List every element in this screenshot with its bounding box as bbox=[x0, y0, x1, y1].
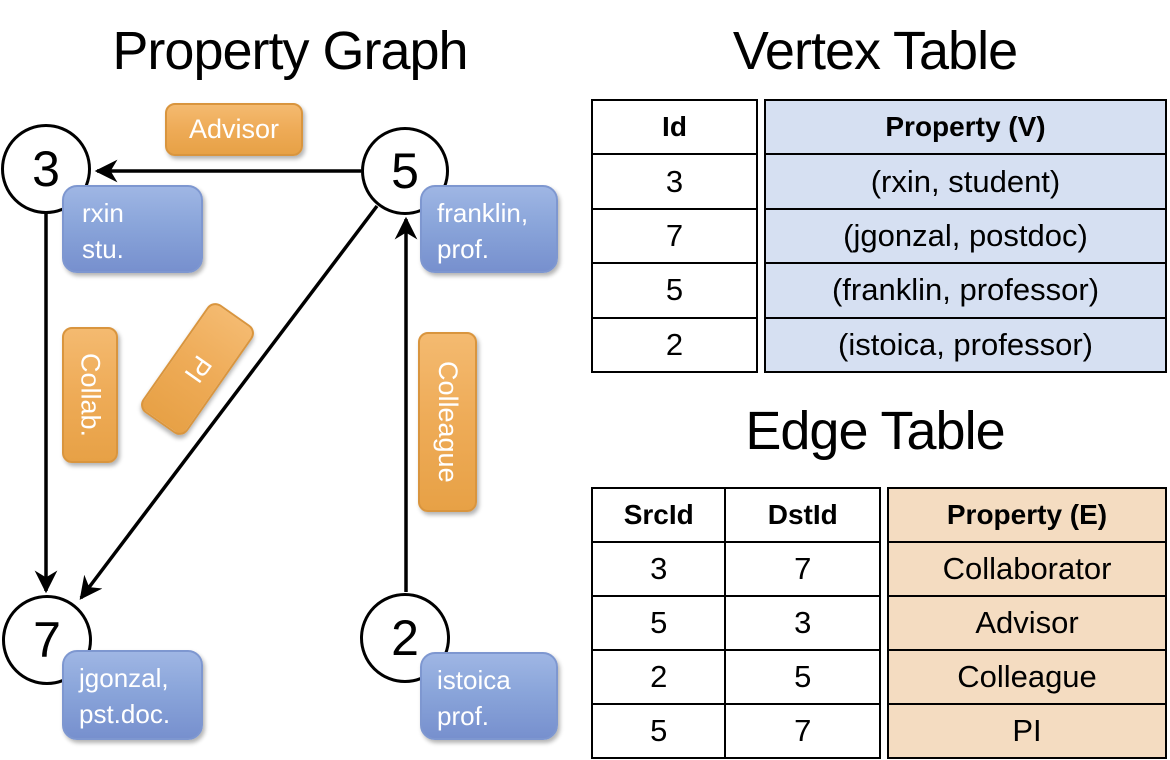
table-cell: 5 bbox=[593, 262, 756, 316]
vertex-label-franklin-line2: prof. bbox=[437, 234, 490, 264]
vertex-label-rxin-line1: rxin bbox=[82, 198, 124, 228]
vertex-label-rxin: rxin stu. bbox=[62, 185, 203, 273]
node-circle-5: 5 bbox=[361, 127, 449, 215]
node-id-3: 3 bbox=[32, 141, 60, 197]
table-cell: 5 bbox=[724, 651, 879, 703]
table-cell: 7 bbox=[593, 207, 756, 262]
table-cell: PI bbox=[889, 703, 1165, 757]
edge-label-collab: Collab. bbox=[62, 327, 118, 463]
table-cell: 7 bbox=[724, 705, 879, 757]
vertex-table-property-column: Property (V) (rxin, student) (jgonzal, p… bbox=[764, 99, 1167, 373]
edge-line-pi-5-to-7 bbox=[79, 204, 379, 600]
node-id-7: 7 bbox=[33, 612, 61, 668]
table-cell: (jgonzal, postdoc) bbox=[766, 207, 1165, 262]
edge-label-advisor: Advisor bbox=[165, 103, 303, 156]
edge-label-colleague: Colleague bbox=[418, 332, 477, 512]
vertex-label-jgonzal-line1: jgonzal, bbox=[79, 663, 169, 693]
table-cell: Collaborator bbox=[889, 541, 1165, 595]
vertex-label-jgonzal-line2: pst.doc. bbox=[79, 699, 171, 729]
edge-table-header-property: Property (E) bbox=[946, 499, 1108, 530]
vertex-label-rxin-line2: stu. bbox=[82, 234, 124, 264]
table-cell: 2 bbox=[593, 316, 756, 371]
table-cell: 7 bbox=[724, 543, 879, 595]
table-cell: 5 bbox=[650, 605, 668, 640]
node-id-2: 2 bbox=[391, 610, 419, 666]
table-cell: 3 bbox=[593, 153, 756, 207]
table-cell: Colleague bbox=[889, 649, 1165, 703]
property-graph-title: Property Graph bbox=[112, 21, 468, 81]
table-cell: 3 bbox=[650, 551, 668, 586]
table-cell: 5 bbox=[650, 713, 668, 748]
edge-table-header-srcid: SrcId bbox=[623, 499, 694, 530]
table-cell: 3 bbox=[724, 597, 879, 649]
vertex-table-header-property: Property (V) bbox=[885, 111, 1046, 143]
vertex-label-franklin: franklin, prof. bbox=[420, 185, 558, 273]
vertex-table-header-id: Id bbox=[662, 111, 687, 143]
table-cell: (rxin, student) bbox=[766, 153, 1165, 207]
edge-table-id-columns: SrcId DstId 3 7 5 3 2 5 5 7 bbox=[591, 487, 881, 759]
vertex-table-title: Vertex Table bbox=[732, 21, 1018, 81]
edge-table-title: Edge Table bbox=[745, 401, 1005, 461]
vertex-table-id-column: Id 3 7 5 2 bbox=[591, 99, 758, 373]
vertex-label-istoica-line2: prof. bbox=[437, 701, 490, 731]
vertex-label-istoica: istoica prof. bbox=[420, 652, 558, 740]
node-circle-2: 2 bbox=[360, 593, 450, 683]
table-cell: Advisor bbox=[889, 595, 1165, 649]
table-cell: (istoica, professor) bbox=[766, 316, 1165, 371]
edge-table-property-column: Property (E) Collaborator Advisor Collea… bbox=[887, 487, 1167, 759]
vertex-label-jgonzal: jgonzal, pst.doc. bbox=[62, 650, 203, 740]
vertex-label-franklin-line1: franklin, bbox=[437, 198, 529, 228]
vertex-label-istoica-line1: istoica bbox=[437, 665, 511, 695]
edge-table-header-dstid: DstId bbox=[724, 489, 879, 541]
table-cell: 2 bbox=[650, 659, 668, 694]
table-cell: (franklin, professor) bbox=[766, 262, 1165, 316]
graph-edges-layer bbox=[34, 159, 418, 600]
node-id-5: 5 bbox=[391, 143, 419, 199]
